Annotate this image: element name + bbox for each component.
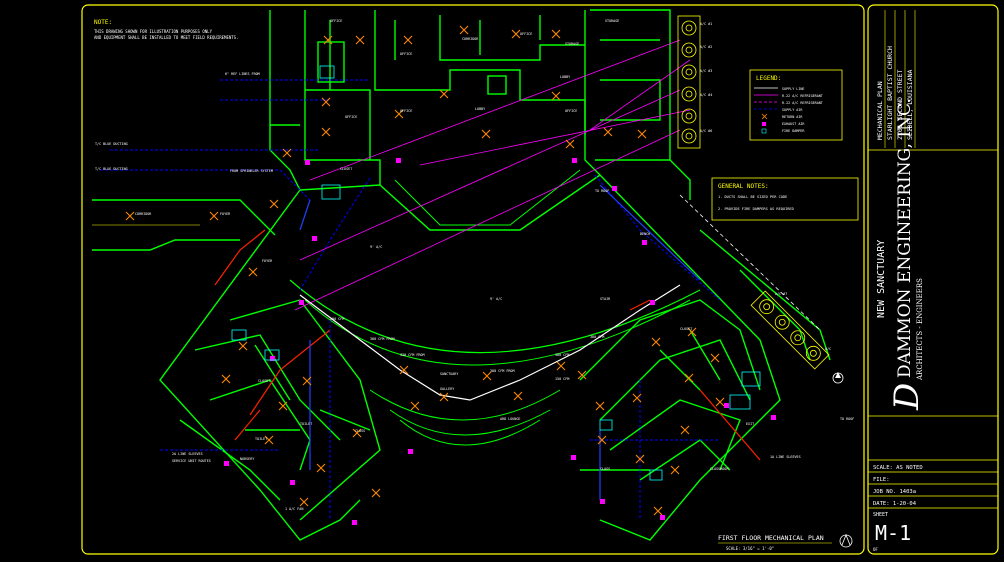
svg-text:OFFICE: OFFICE [330, 19, 342, 23]
svg-text:A/C: A/C [825, 347, 831, 351]
plan-caption-scale: SCALE: 3/16" = 1'-0" [726, 546, 774, 551]
svg-text:TO ROOF: TO ROOF [595, 189, 609, 193]
svg-text:EXIT: EXIT [746, 422, 754, 426]
general-notes: GENERAL NOTES: 1. DUCTS SHALL BE SIZED P… [711, 177, 859, 221]
svg-text:SERVICE UNIT ROUTES: SERVICE UNIT ROUTES [172, 459, 211, 463]
job-number-field: JOB NO. 1403a [873, 489, 916, 495]
plan-caption-title: FIRST FLOOR MECHANICAL PLAN [718, 534, 824, 542]
legend-item-4: SUPPLY AIR [782, 108, 803, 112]
title-block-border [867, 4, 999, 555]
svg-text:NURSERY: NURSERY [240, 457, 254, 461]
legend-title: LEGEND: [756, 75, 781, 82]
general-notes-line-2: 2. PROVIDE FIRE DAMPERS AS REQUIRED [718, 207, 794, 211]
svg-text:STAIR: STAIR [600, 297, 611, 301]
date-field: DATE: 1-20-04 [873, 501, 917, 507]
legend-item-2: R-22 A/C REFRIGERANT [782, 94, 823, 98]
drawing-title: MECHANICAL PLAN [876, 81, 884, 140]
svg-text:CORRIDOR: CORRIDOR [462, 37, 479, 41]
note-line-1: THIS DRAWING SHOWN FOR ILLUSTRATION PURP… [94, 29, 213, 34]
svg-text:LOBBY: LOBBY [560, 75, 570, 79]
svg-text:380 CFM FROM: 380 CFM FROM [490, 369, 515, 373]
legend-item-3: R-22 A/C REFRIGERANT [782, 101, 823, 105]
svg-text:TO ROOF: TO ROOF [840, 417, 854, 421]
svg-text:T/C BLUE DUCTING: T/C BLUE DUCTING [95, 142, 128, 146]
svg-text:1 A/C FAN: 1 A/C FAN [285, 507, 303, 511]
church-city: SLIDELL, LOUISIANA [906, 69, 914, 140]
svg-text:CLOSET: CLOSET [340, 167, 352, 171]
svg-text:GALLERY: GALLERY [440, 387, 454, 391]
svg-text:T/C BLUE DUCTING: T/C BLUE DUCTING [95, 167, 128, 171]
svg-text:OFFICE: OFFICE [520, 32, 532, 36]
svg-text:380 CFM FROM: 380 CFM FROM [370, 337, 395, 341]
svg-text:OFFICE: OFFICE [565, 109, 577, 113]
legend-item-5: RETURN AIR [782, 115, 803, 119]
svg-text:OFFICE: OFFICE [400, 52, 412, 56]
floor-plan: OFFICE OFFICE LOBBY OFFICE OFFICE OFFICE… [92, 9, 854, 541]
svg-text:TOILET: TOILET [300, 422, 312, 426]
sheet-number: M-1 [875, 521, 911, 545]
svg-text:OFFICE: OFFICE [345, 115, 357, 119]
scale-field: SCALE: AS NOTED [873, 465, 923, 471]
svg-text:TOILET: TOILET [255, 437, 267, 441]
svg-text:FOYER: FOYER [262, 259, 273, 263]
svg-text:A/C #6: A/C #6 [700, 129, 712, 133]
svg-text:STORAGE: STORAGE [605, 19, 619, 23]
note-heading: NOTE: [94, 19, 112, 26]
svg-text:CLOSET: CLOSET [258, 379, 270, 383]
church-name: STARLIGHT BAPTIST CHURCH [886, 46, 894, 140]
svg-text:9' A/C: 9' A/C [370, 245, 382, 249]
svg-text:A/C #7: A/C #7 [775, 292, 787, 296]
svg-text:CLASS: CLASS [600, 467, 610, 471]
sheet-label: SHEET [873, 512, 888, 518]
svg-text:1A LINE SLEEVES: 1A LINE SLEEVES [770, 455, 801, 459]
firm-subtitle: ARCHITECTS - ENGINEERS [916, 278, 924, 381]
svg-text:SANCTUARY: SANCTUARY [440, 372, 458, 376]
svg-text:STORAGE: STORAGE [565, 42, 579, 46]
svg-text:FOYER: FOYER [220, 212, 231, 216]
legend-item-1: SUPPLY LINE [782, 87, 804, 91]
svg-text:A/C #4: A/C #4 [700, 93, 712, 97]
svg-text:FROM SPRINKLER SYSTEM: FROM SPRINKLER SYSTEM [230, 169, 273, 173]
plan-caption: FIRST FLOOR MECHANICAL PLAN SCALE: 3/16"… [718, 533, 853, 551]
svg-text:CLASSROOM: CLASSROOM [710, 467, 728, 471]
svg-text:150 CFM: 150 CFM [555, 377, 569, 381]
general-notes-title: GENERAL NOTES: [718, 183, 769, 190]
svg-text:A/C #2: A/C #2 [700, 45, 712, 49]
svg-text:OFFICE: OFFICE [400, 109, 412, 113]
svg-text:BENCH: BENCH [640, 232, 650, 236]
svg-text:380 CFM: 380 CFM [590, 335, 604, 339]
svg-text:A/C #3: A/C #3 [700, 69, 712, 73]
svg-text:LOBBY: LOBBY [475, 107, 485, 111]
legend: LEGEND: SUPPLY LINE R-22 A/C REFRIGERANT… [749, 69, 843, 141]
svg-text:A/C #1: A/C #1 [700, 22, 712, 26]
project-name: NEW SANCTUARY [876, 240, 887, 318]
sheet-border [81, 4, 865, 555]
church-street: 2101 SECOND STREET [896, 69, 904, 140]
file-field: FILE: [873, 477, 890, 483]
general-notes-line-1: 1. DUCTS SHALL BE SIZED PER CODE [718, 195, 787, 199]
firm-name: DAMMON ENGINEERING, INC. [895, 98, 915, 378]
svg-text:380 CFM: 380 CFM [555, 353, 569, 357]
svg-text:CLASS: CLASS [355, 429, 365, 433]
legend-item-6: EXHAUST AIR [782, 122, 805, 126]
svg-text:9' A/C: 9' A/C [490, 297, 502, 301]
title-block: MECHANICAL PLAN STARLIGHT BAPTIST CHURCH… [868, 10, 998, 552]
legend-item-7: FIRE DAMPER [782, 129, 805, 133]
svg-text:6" REF LINES FROM: 6" REF LINES FROM [225, 72, 260, 76]
svg-text:200 CFM: 200 CFM [330, 317, 344, 321]
sheet-of-label: OF [873, 547, 878, 552]
svg-text:2A LINE SLEEVES: 2A LINE SLEEVES [172, 452, 203, 456]
firm-logo-initial: D [887, 383, 927, 411]
svg-text:CLOSET: CLOSET [680, 327, 692, 331]
svg-text:CORRIDOR: CORRIDOR [135, 212, 152, 216]
svg-text:330 CFM FROM: 330 CFM FROM [400, 353, 425, 357]
svg-text:ARD LOUNGE: ARD LOUNGE [500, 417, 520, 421]
note-line-2: AND EQUIPMENT SHALL BE INSTALLED TO MEET… [94, 35, 239, 40]
